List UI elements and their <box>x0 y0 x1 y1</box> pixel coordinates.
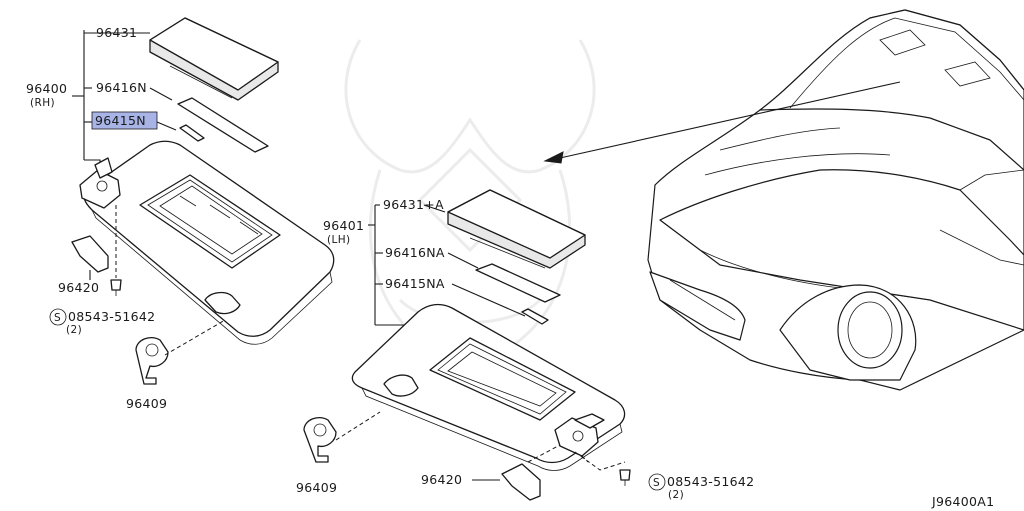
lh-bracket-lines <box>368 204 526 326</box>
rh-holder-label: 96409 <box>126 396 167 411</box>
rh-bracket-cover-label: 96420 <box>58 280 99 295</box>
lh-screw-label: 08543-51642 <box>667 474 754 489</box>
diagram-code: J96400A1 <box>931 494 994 509</box>
rh-screw-symbol <box>49 308 67 326</box>
lh-label-strip <box>475 263 561 303</box>
rh-screw-qty: (2) <box>66 324 82 336</box>
lh-screw-dashed-guide <box>574 451 626 471</box>
lh-hinge <box>554 413 605 457</box>
rh-sun-visor <box>83 140 335 345</box>
lh-holder-label: 96409 <box>296 480 337 495</box>
rh-holder-dashed-guide <box>164 319 226 356</box>
lh-holder-dashed-guide <box>335 411 381 441</box>
lh-bracket-cover <box>501 463 541 501</box>
rh-mirror-cover-label: 96431 <box>96 25 137 40</box>
lh-screw-symbol-letter: S <box>653 477 660 489</box>
rh-bracket-cover <box>71 235 109 273</box>
rh-screw-label: 08543-51642 <box>68 309 155 324</box>
rh-pin <box>179 124 205 142</box>
lh-pin <box>521 308 549 325</box>
lh-screw <box>619 469 631 486</box>
rh-pin-highlight[interactable] <box>91 111 158 130</box>
lh-assembly-part-no: 96401 <box>323 218 364 233</box>
lh-label-part-label: 96416NA <box>385 245 445 260</box>
lh-assembly-side: (LH) <box>327 234 351 246</box>
lh-pin-label: 96415NA <box>385 276 445 291</box>
rh-assembly-part-no: 96400 <box>26 81 67 96</box>
rh-mirror-cover <box>149 17 279 101</box>
rh-label-strip <box>177 97 269 153</box>
rh-holder <box>135 336 169 385</box>
rh-label-part-label: 96416N <box>96 80 147 95</box>
lh-sun-visor <box>351 303 626 471</box>
car-illustration <box>647 9 1024 391</box>
lh-mirror-cover <box>447 189 586 269</box>
rh-assembly-side: (RH) <box>30 97 55 109</box>
lh-cover-dashed-guide <box>527 444 561 463</box>
lh-holder <box>303 416 337 463</box>
lh-mirror-cover-label: 96431+A <box>383 197 444 212</box>
rh-pin-label[interactable]: 96415N <box>95 113 146 128</box>
rh-screw-symbol-letter: S <box>54 312 61 324</box>
lh-bracket-cover-label: 96420 <box>421 472 462 487</box>
rh-screw <box>110 279 122 296</box>
rh-hinge <box>79 157 121 209</box>
location-arrow <box>543 81 901 164</box>
lh-screw-symbol <box>648 473 666 491</box>
lh-screw-qty: (2) <box>668 489 684 501</box>
